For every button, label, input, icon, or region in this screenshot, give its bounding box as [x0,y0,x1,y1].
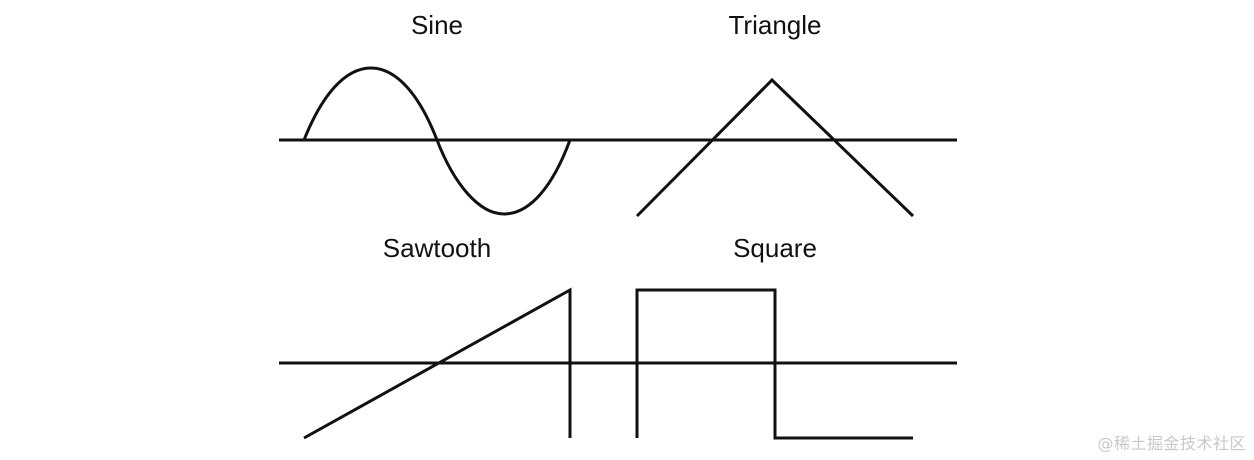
watermark-text: @稀土掘金技术社区 [1097,434,1246,453]
square-panel: Square [635,233,913,440]
sine-title: Sine [411,10,463,40]
sine-panel: Sine [302,10,572,216]
square-wave [635,288,913,440]
square-title: Square [733,233,817,263]
triangle-title: Triangle [729,10,822,40]
triangle-panel: Triangle [635,10,915,218]
sawtooth-wave [303,287,572,440]
sawtooth-title: Sawtooth [383,233,491,263]
triangle-wave [635,77,915,218]
sawtooth-panel: Sawtooth [303,233,572,440]
